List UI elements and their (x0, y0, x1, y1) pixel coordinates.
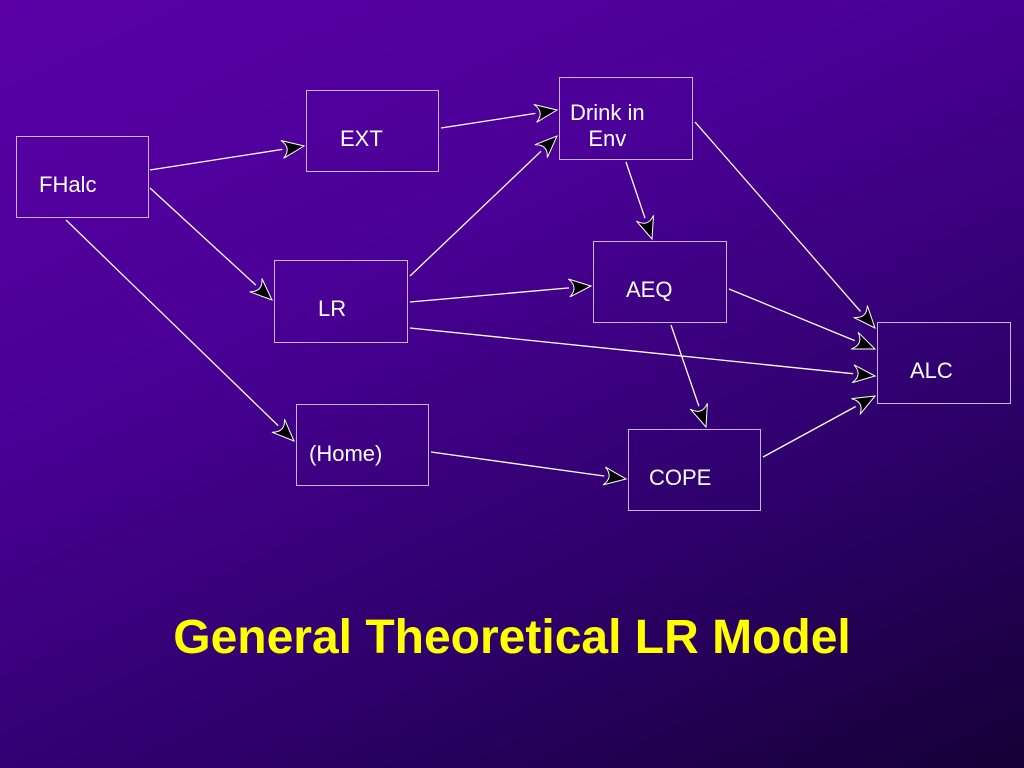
edge-lr-to-alc (409, 327, 877, 384)
edge-line (149, 148, 283, 171)
edge-ext-to-drink (440, 104, 559, 129)
arrowhead-icon (249, 278, 273, 301)
node-home-label: (Home) (309, 441, 383, 466)
edge-fhalc-to-home (65, 219, 295, 442)
node-home: (Home) (296, 404, 429, 486)
edge-fhalc-to-lr (149, 187, 273, 301)
slide-title: General Theoretical LR Model (173, 611, 851, 664)
edge-line (728, 288, 855, 342)
edge-line (149, 187, 257, 286)
node-lr: LR (274, 260, 408, 343)
node-aeq-label: AEQ (626, 277, 673, 302)
edge-drink-to-aeq (625, 161, 654, 241)
arrowhead-icon (602, 466, 628, 486)
arrowhead-icon (280, 140, 306, 159)
edge-line (409, 287, 570, 303)
edge-line (409, 327, 854, 375)
node-cope-label: COPE (649, 465, 712, 490)
node-ext-label: EXT (340, 126, 383, 151)
node-alc-label: ALC (910, 358, 953, 383)
edge-line (670, 324, 700, 407)
edge-line (430, 451, 605, 477)
edge-line (440, 112, 536, 129)
node-aeq: AEQ (593, 241, 727, 323)
edge-fhalc-to-ext (149, 140, 306, 171)
edge-line (694, 121, 861, 312)
edge-aeq-to-cope (670, 324, 708, 429)
node-cope: COPE (628, 429, 761, 511)
arrowhead-icon (636, 215, 654, 241)
node-drink-label: Drink in Env (570, 100, 645, 151)
node-alc: ALC (877, 322, 1011, 404)
edge-line (65, 219, 279, 427)
arrowhead-icon (534, 135, 558, 158)
edge-lr-to-drink (409, 135, 558, 277)
edge-lr-to-aeq (409, 278, 593, 303)
edge-home-to-cope (430, 451, 628, 486)
arrowhead-icon (567, 278, 593, 298)
node-drink: Drink in Env (559, 77, 693, 160)
arrowhead-icon (851, 364, 877, 384)
arrowhead-icon (271, 419, 295, 442)
node-ext: EXT (306, 90, 439, 172)
node-fhalc-label: FHalc (39, 172, 97, 197)
edge-drink-to-alc (694, 121, 876, 329)
node-lr-label: LR (318, 296, 347, 321)
edge-line (409, 150, 542, 277)
edge-cope-to-alc (762, 395, 877, 458)
arrowhead-icon (851, 331, 877, 350)
arrowhead-icon (533, 104, 559, 123)
node-fhalc: FHalc (16, 136, 149, 218)
edge-line (762, 405, 857, 458)
edge-line (625, 161, 646, 219)
edge-aeq-to-alc (728, 288, 877, 350)
arrowhead-icon (689, 403, 708, 429)
arrowhead-icon (853, 305, 876, 329)
arrowhead-icon (851, 395, 877, 415)
